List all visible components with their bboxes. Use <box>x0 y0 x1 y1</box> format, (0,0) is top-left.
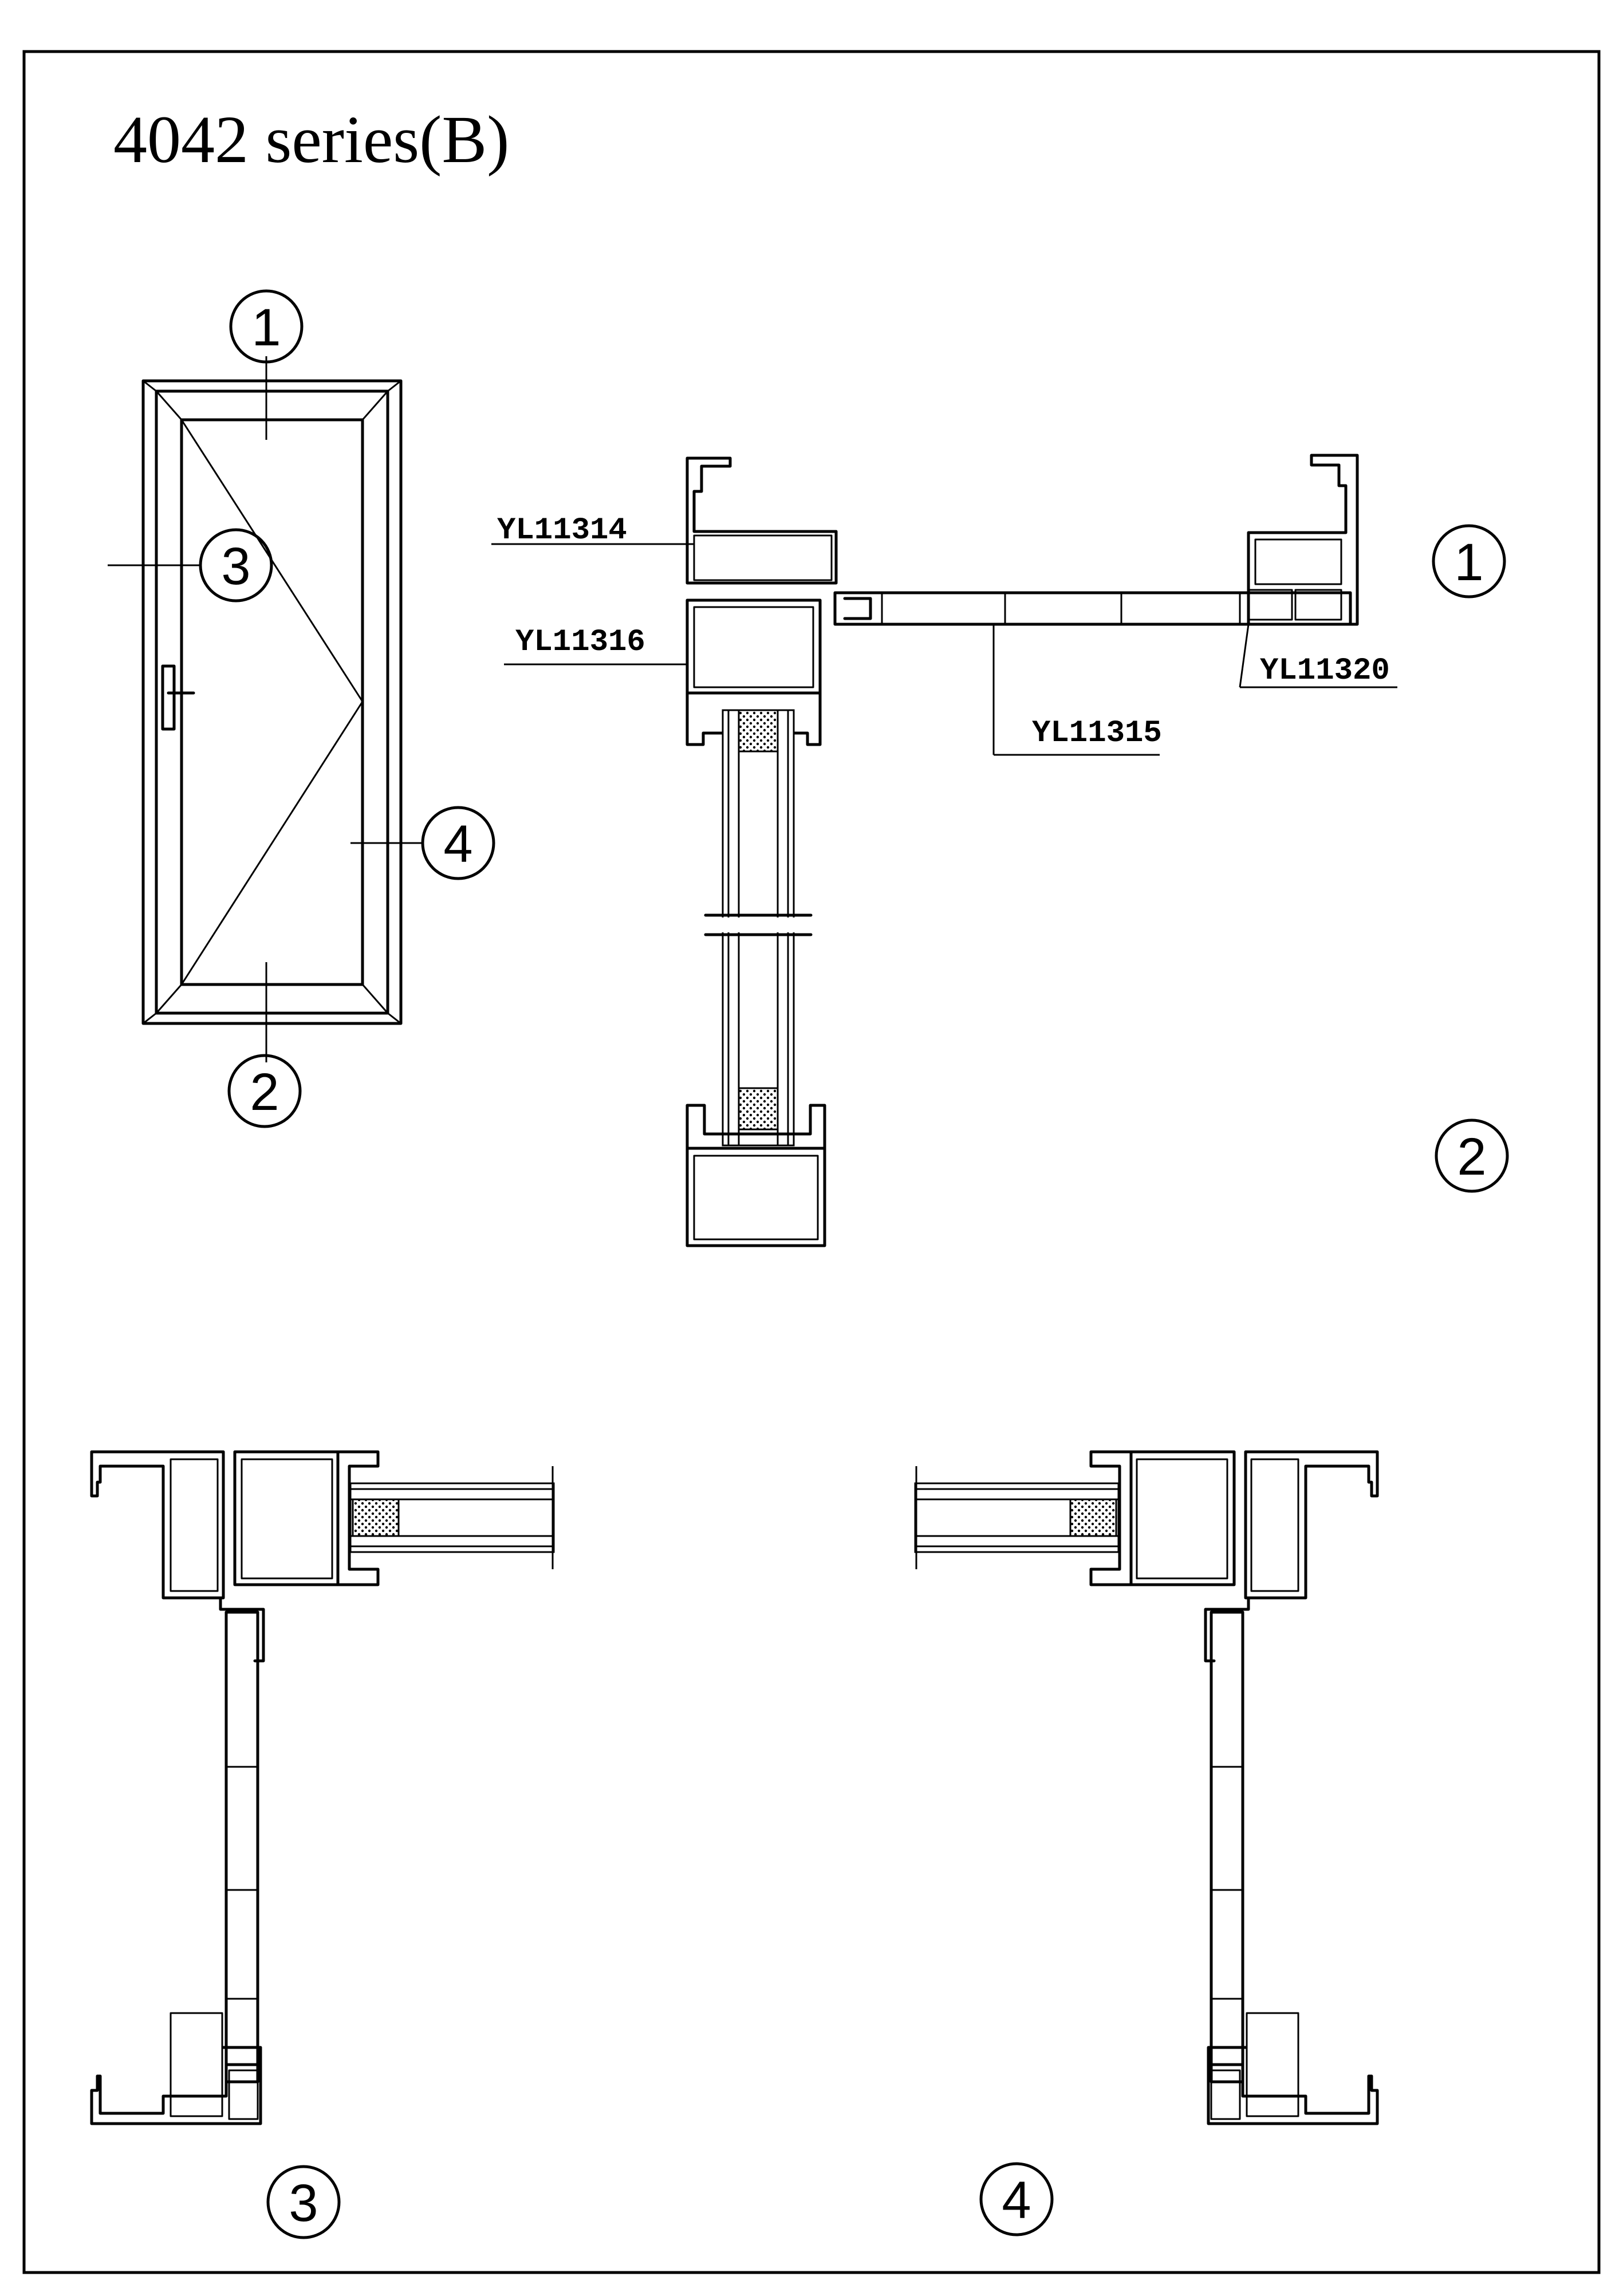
profile-label-yl11315: YL11315 <box>1032 716 1162 751</box>
page-title: 4042 series(B) <box>113 102 509 177</box>
vertical-section-1-2 <box>491 454 1397 1247</box>
callout-2-label: 2 <box>250 1063 279 1121</box>
horizontal-section-3 <box>90 1450 555 2125</box>
door-elevation <box>108 356 423 1062</box>
horizontal-section-4 <box>914 1450 1379 2125</box>
section-1-callout: 1 <box>1454 533 1483 592</box>
callout-3-label: 3 <box>221 537 250 596</box>
profile-label-yl11314: YL11314 <box>497 513 627 548</box>
door-handle-icon <box>161 664 176 731</box>
section-4-callout: 4 <box>1002 2171 1031 2230</box>
callout-4-label: 4 <box>443 815 472 873</box>
profile-label-yl11316: YL11316 <box>515 625 645 660</box>
callout-1-label: 1 <box>251 298 281 357</box>
section-3-callout: 3 <box>289 2174 318 2232</box>
profile-label-yl11320: YL11320 <box>1260 653 1390 688</box>
section-2-callout: 2 <box>1457 1128 1486 1186</box>
sheet-border <box>22 50 1601 2274</box>
